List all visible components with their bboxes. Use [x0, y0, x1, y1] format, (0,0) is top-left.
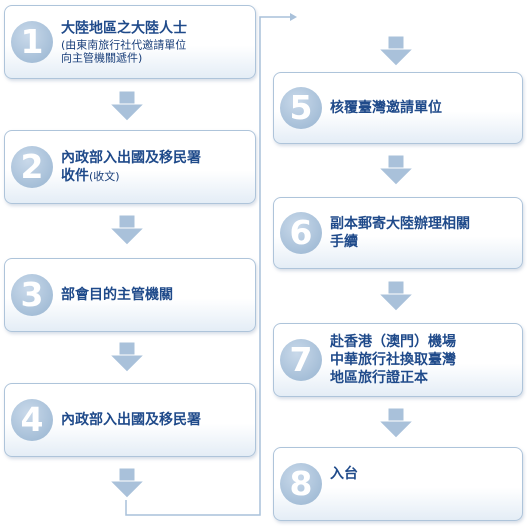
step-number-badge: 3 [11, 274, 53, 316]
step-4-box: 4 內政部入出國及移民署 [4, 383, 256, 457]
step-5-box: 5 核覆臺灣邀請單位 [273, 72, 523, 144]
step-7-title: 赴香港（澳門）機場 中華旅行社換取臺灣 地區旅行證正本 [330, 334, 456, 386]
step-3-title: 部會目的主管機關 [61, 287, 173, 303]
step-3-box: 3 部會目的主管機關 [4, 258, 256, 332]
step-number-badge: 2 [11, 146, 53, 188]
down-arrow-icon [377, 35, 415, 67]
step-5-title: 核覆臺灣邀請單位 [330, 100, 442, 116]
step-number-badge: 7 [280, 339, 322, 381]
step-number-badge: 6 [280, 212, 322, 254]
step-1-title: 大陸地區之大陸人士 [61, 20, 187, 37]
down-arrow-icon [108, 214, 146, 246]
down-arrow-icon [108, 341, 146, 373]
step-7-box: 7 赴香港（澳門）機場 中華旅行社換取臺灣 地區旅行證正本 [273, 323, 523, 397]
step-2-box: 2 內政部入出國及移民署 收件(收文) [4, 130, 256, 204]
step-6-title: 副本郵寄大陸辦理相關 手續 [330, 216, 470, 250]
step-number-badge: 4 [11, 399, 53, 441]
step-6-box: 6 副本郵寄大陸辦理相關 手續 [273, 197, 523, 269]
step-number-badge: 8 [280, 463, 322, 505]
down-arrow-icon [108, 90, 146, 122]
step-8-box: 8 入台 [273, 447, 523, 521]
step-2-title: 內政部入出國及移民署 [61, 150, 201, 166]
down-arrow-icon [108, 467, 146, 499]
step-number-badge: 5 [280, 87, 322, 129]
step-1-box: 1 大陸地區之大陸人士 (由東南旅行社代邀請單位 向主管機關遞件) [4, 5, 256, 79]
step-2-title-cont: 收件 [61, 168, 89, 184]
down-arrow-icon [377, 154, 415, 186]
down-arrow-icon [377, 407, 415, 439]
step-4-title: 內政部入出國及移民署 [61, 412, 201, 428]
step-8-title: 入台 [330, 465, 358, 482]
down-arrow-icon [377, 280, 415, 312]
step-1-note: (由東南旅行社代邀請單位 向主管機關遞件) [61, 38, 187, 65]
step-number-badge: 1 [11, 21, 53, 63]
step-2-note: (收文) [89, 170, 120, 183]
